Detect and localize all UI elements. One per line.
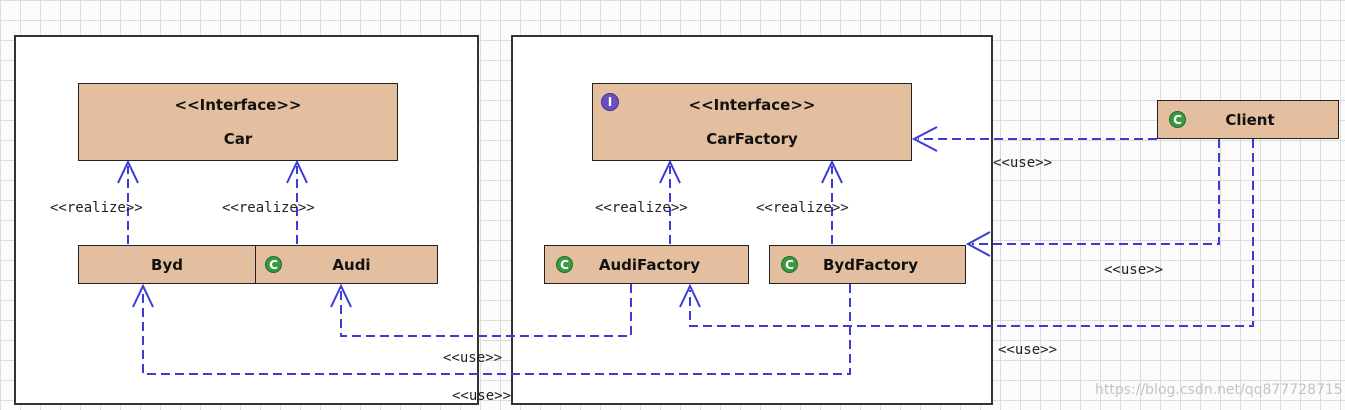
use-line-audifactory-audi [340,284,632,337]
class-icon: C [1169,111,1186,128]
class-icon: C [265,256,282,273]
car-stereotype: <<Interface>> [174,96,302,114]
arrowhead-audi-car [286,159,308,184]
class-audifactory[interactable]: C AudiFactory [544,245,749,284]
use-line-client-audifactory [689,139,1254,327]
arrowhead-bydfactory-byd [132,283,154,308]
use-label-audifactory-audi: <<use>> [443,350,503,366]
arrowhead-bydfactory-carfactory [821,159,843,184]
bydfactory-name: BydFactory [823,255,918,274]
realize-label-audi: <<realize>> [222,200,315,216]
client-name: Client [1225,110,1275,129]
carfactory-name: CarFactory [706,130,798,148]
byd-name: Byd [151,255,183,274]
realize-label-bydfactory: <<realize>> [756,200,849,216]
use-label-client-audifactory: <<use>> [998,342,1058,358]
class-carfactory-interface[interactable]: I <<Interface>> CarFactory [592,83,912,161]
use-label-bydfactory-byd: <<use>> [452,388,512,404]
use-line-client-bydfactory [972,139,1220,245]
realize-label-byd: <<realize>> [50,200,143,216]
class-client[interactable]: C Client [1157,100,1339,139]
car-name: Car [223,130,253,148]
audi-name: Audi [332,255,371,274]
class-audi[interactable]: C Audi [255,245,438,284]
realize-label-audifactory: <<realize>> [595,200,688,216]
class-icon: C [781,256,798,273]
interface-icon: I [601,93,619,111]
class-car-interface[interactable]: <<Interface>> Car [78,83,398,161]
audifactory-name: AudiFactory [598,255,701,274]
class-bydfactory[interactable]: C BydFactory [769,245,966,284]
arrowhead-audifactory-carfactory [659,159,681,184]
use-label-client-carfactory: <<use>> [993,155,1053,171]
use-line-bydfactory-byd [142,284,851,375]
arrowhead-byd-car [117,159,139,184]
use-label-client-bydfactory: <<use>> [1104,262,1164,278]
carfactory-stereotype: <<Interface>> [688,96,816,114]
arrowhead-client-carfactory [911,126,938,152]
watermark-text: https://blog.csdn.net/qq877728715 [1095,382,1343,398]
class-byd[interactable]: Byd [78,245,256,284]
arrowhead-audifactory-audi [330,283,352,308]
arrowhead-client-bydfactory [965,231,991,257]
class-icon: C [556,256,573,273]
arrowhead-client-audifactory [679,283,701,308]
